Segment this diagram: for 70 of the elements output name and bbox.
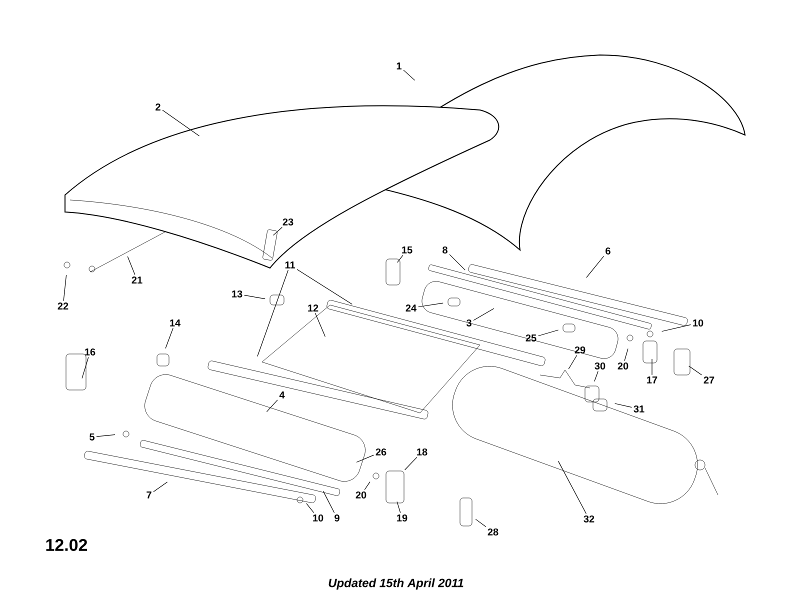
- leader-line: [244, 294, 266, 300]
- leader-line: [153, 482, 168, 492]
- leader-line: [475, 518, 486, 528]
- leader-line: [538, 330, 559, 336]
- leader-line: [356, 454, 374, 463]
- leader-line: [266, 400, 278, 412]
- leader-line: [568, 354, 578, 370]
- leader-line: [272, 226, 282, 236]
- leader-line: [396, 501, 401, 514]
- callout-number: 27: [704, 376, 714, 384]
- callout-number: 16: [85, 348, 96, 356]
- callout-number: 10: [693, 319, 704, 327]
- callout-number: 15: [402, 246, 412, 254]
- callout-number: 22: [58, 302, 68, 310]
- callout-number: 32: [584, 515, 594, 523]
- leader-line: [127, 256, 136, 276]
- leader-line: [322, 490, 335, 514]
- leader-line: [165, 328, 174, 349]
- callout-number: 9: [334, 514, 340, 522]
- leader-line: [558, 460, 587, 514]
- leader-line: [82, 356, 89, 379]
- callout-number: 10: [313, 514, 324, 522]
- callout-number: 31: [634, 405, 644, 413]
- callout-number: 14: [170, 320, 180, 326]
- callout-number: 30: [594, 362, 606, 370]
- leader-line: [257, 270, 288, 357]
- leader-line: [364, 481, 370, 490]
- update-note: Updated 15th April 2011: [328, 578, 464, 590]
- callout-number: 23: [282, 218, 294, 226]
- leader-line: [314, 312, 326, 337]
- callout-number: 7: [146, 492, 152, 498]
- callout-number: 4: [279, 392, 285, 398]
- leader-line: [624, 348, 628, 362]
- callout-number: 5: [90, 434, 94, 440]
- callout-number: 6: [606, 247, 610, 255]
- callout-number: 2: [156, 104, 160, 110]
- callout-number: 1: [396, 62, 402, 70]
- leader-line: [418, 302, 444, 308]
- leader-line: [397, 254, 404, 263]
- callout-number: 13: [232, 290, 242, 298]
- leader-line: [403, 70, 416, 81]
- page-number: 12.02: [46, 538, 88, 551]
- callout-number: 12: [308, 304, 318, 312]
- callout-number: 17: [647, 376, 658, 384]
- callout-number: 8: [442, 246, 448, 254]
- leader-line: [404, 456, 418, 470]
- leader-line: [63, 274, 67, 302]
- leader-line: [594, 370, 598, 382]
- leader-line: [614, 403, 632, 408]
- leader-line: [688, 366, 702, 376]
- callout-number: 24: [406, 304, 416, 312]
- leader-line: [306, 503, 314, 514]
- leader-line: [662, 324, 692, 332]
- callout-number: 26: [376, 448, 386, 456]
- leader-line: [296, 269, 352, 305]
- callout-number: 25: [526, 334, 536, 342]
- leader-line: [96, 434, 116, 437]
- callout-number: 11: [285, 262, 296, 268]
- callout-number: 19: [397, 514, 408, 522]
- leader-line: [162, 110, 200, 136]
- callout-number: 21: [132, 276, 142, 284]
- leader-line: [473, 308, 494, 321]
- leader-line: [449, 254, 466, 270]
- callout-number: 28: [488, 528, 498, 536]
- leader-line: [586, 256, 604, 278]
- callout-number: 18: [417, 448, 428, 456]
- callout-number: 29: [574, 346, 586, 354]
- callout-number: 20: [356, 491, 366, 499]
- callout-number: 3: [466, 319, 472, 327]
- callout-number: 20: [618, 362, 628, 370]
